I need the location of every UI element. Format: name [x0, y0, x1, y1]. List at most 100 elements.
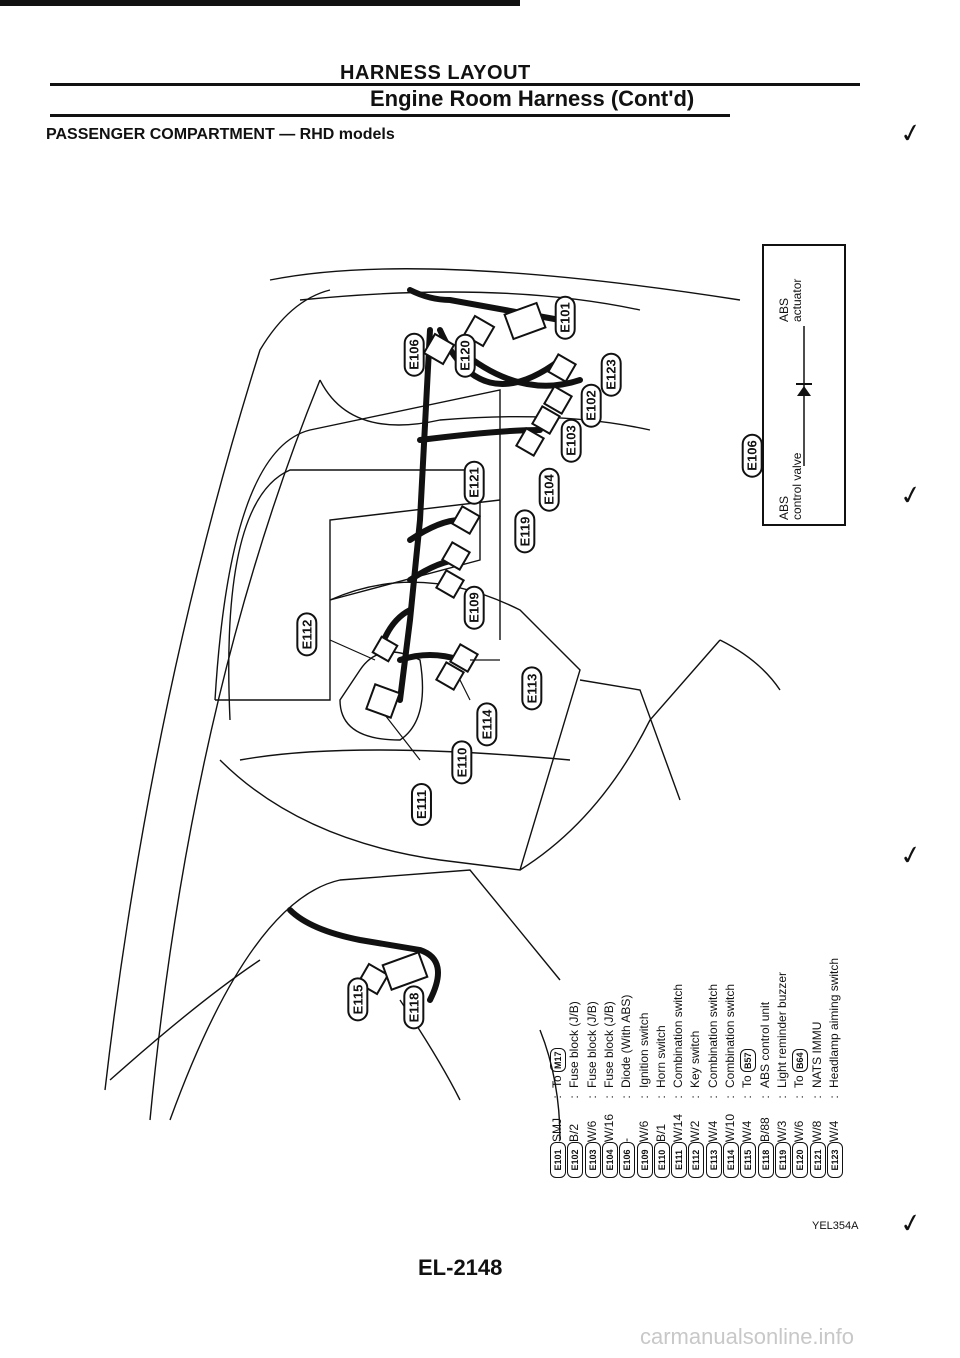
connector-code: E120 — [792, 1142, 809, 1178]
connector-description: Fuse block (J/B) — [567, 1001, 582, 1088]
connector-code: E111 — [671, 1142, 688, 1178]
connector-description: Fuse block (J/B) — [601, 1001, 616, 1088]
table-row: E121 W/8:NATS IMMU — [809, 1022, 826, 1178]
top-rule — [0, 0, 520, 6]
connector-code: E110 — [653, 1142, 670, 1178]
connector-label-e123: E123 — [600, 352, 622, 397]
table-row: E123 W/4:Headlamp aiming switch — [826, 957, 843, 1178]
connector-label-e106: E106 — [403, 332, 425, 377]
connector-code: E115 — [740, 1142, 757, 1178]
page-title: HARNESS LAYOUT — [340, 62, 531, 84]
table-row: E110 B/1:Horn switch — [653, 1025, 670, 1178]
table-row: E112 W/2:Key switch — [688, 1030, 705, 1178]
wire-spec: W/4 — [826, 1120, 841, 1142]
connector-description: Diode (With ABS) — [619, 994, 634, 1088]
connector-code: E101 — [550, 1142, 566, 1178]
table-row: E114 W/10:Combination switch — [723, 983, 739, 1178]
connector-code: E123 — [826, 1142, 843, 1178]
table-row: E103 W/6:Fuse block (J/B) — [584, 1001, 601, 1178]
wire-spec: W/10 — [723, 1113, 737, 1142]
table-row: E102 B/2:Fuse block (J/B) — [567, 1001, 584, 1178]
page-number: EL-2148 — [418, 1255, 503, 1280]
wire-spec: W/4 — [705, 1120, 720, 1142]
connector-code: E121 — [809, 1142, 826, 1178]
diode-symbol-icon — [796, 326, 812, 466]
connector-description: Headlamp aiming switch — [826, 957, 841, 1088]
connector-code: E104 — [601, 1142, 618, 1178]
connector-label-e120: E120 — [454, 333, 476, 378]
connector-reference: B64 — [792, 1049, 809, 1072]
section-heading: PASSENGER COMPARTMENT — RHD models — [46, 126, 395, 143]
table-row: E104 W/16:Fuse block (J/B) — [601, 1001, 618, 1178]
connector-description: Fuse block (J/B) — [584, 1001, 599, 1088]
connector-code: E103 — [584, 1142, 601, 1178]
abs-legend-box: ABS control valve ABS actuator — [762, 244, 846, 526]
connector-label-e101: E101 — [554, 295, 576, 340]
connector-description: Combination switch — [671, 983, 686, 1088]
wire-spec: W/6 — [584, 1120, 599, 1142]
wire-spec: W/8 — [809, 1120, 824, 1142]
connector-label-e115: E115 — [347, 977, 369, 1022]
wire-spec: W/14 — [671, 1113, 686, 1142]
connector-code: E114 — [723, 1142, 739, 1178]
connector-description: To — [792, 1071, 807, 1088]
wire-spec: B/1 — [653, 1123, 668, 1142]
connector-description: Key switch — [688, 1030, 703, 1088]
watermark: carmanualsonline.info — [640, 1324, 855, 1349]
figure-reference: YEL354A — [812, 1220, 859, 1232]
wire-spec: SMJ — [550, 1118, 564, 1142]
connector-code: E112 — [688, 1142, 705, 1178]
table-row: E115 W/4:To B57 — [740, 1049, 757, 1178]
table-row: E106 -:Diode (With ABS) — [619, 994, 636, 1178]
legend-left-label: ABS control valve — [777, 452, 804, 520]
connector-label-e118: E118 — [403, 985, 425, 1030]
legend-connector-label: E106 — [741, 433, 763, 478]
connector-description: To — [740, 1071, 755, 1088]
connector-label-e104: E104 — [538, 467, 560, 512]
table-row: E109 W/6:Ignition switch — [636, 1012, 653, 1178]
wire-spec: W/16 — [601, 1113, 616, 1142]
wire-spec: W/4 — [740, 1120, 755, 1142]
connector-label-e102: E102 — [580, 383, 602, 428]
table-row: E120 W/6:To B64 — [792, 1049, 809, 1178]
connector-label-e110: E110 — [451, 740, 473, 785]
connector-description: Horn switch — [653, 1025, 668, 1088]
wire-spec: W/6 — [792, 1120, 807, 1142]
wire-spec: W/2 — [688, 1120, 703, 1142]
wire-spec: - — [619, 1138, 634, 1142]
wire-spec: B/2 — [567, 1123, 582, 1142]
connector-code: E102 — [567, 1142, 584, 1178]
connector-label-e119: E119 — [514, 509, 536, 554]
connector-label-e113: E113 — [521, 666, 543, 711]
table-row: E119 W/3:Light reminder buzzer — [774, 971, 791, 1178]
connector-code: E109 — [636, 1142, 653, 1178]
connector-label-e103: E103 — [560, 418, 582, 463]
wire-spec: B/88 — [757, 1117, 772, 1142]
connector-code: E119 — [774, 1142, 791, 1178]
connector-description: Combination switch — [705, 983, 720, 1088]
connector-description: To — [550, 1071, 564, 1088]
connector-reference: M17 — [550, 1048, 566, 1072]
connector-description: Ignition switch — [636, 1012, 651, 1088]
connector-label-e109: E109 — [463, 585, 485, 630]
connector-description: Combination switch — [723, 983, 737, 1088]
connector-label-e111: E111 — [410, 783, 432, 826]
table-row: E118 B/88:ABS control unit — [757, 1001, 774, 1178]
connector-reference: B57 — [740, 1049, 757, 1072]
title-rule — [50, 83, 860, 86]
connector-code: E113 — [705, 1142, 722, 1178]
connector-description: Light reminder buzzer — [774, 971, 789, 1088]
connector-description: ABS control unit — [757, 1001, 772, 1088]
table-row: E101 SMJ:To M17 — [550, 1048, 566, 1178]
connector-code: E118 — [757, 1142, 774, 1178]
subtitle-rule — [50, 114, 730, 117]
table-row: E113 W/4:Combination switch — [705, 983, 722, 1178]
table-row: E111 W/14:Combination switch — [671, 983, 688, 1178]
connector-code: E106 — [619, 1142, 636, 1178]
legend-right-label: ABS actuator — [777, 278, 804, 322]
wire-spec: W/6 — [636, 1120, 651, 1142]
wire-spec: W/3 — [774, 1120, 789, 1142]
connector-label-e121: E121 — [463, 460, 485, 505]
page-subtitle: Engine Room Harness (Cont'd) — [370, 86, 695, 111]
